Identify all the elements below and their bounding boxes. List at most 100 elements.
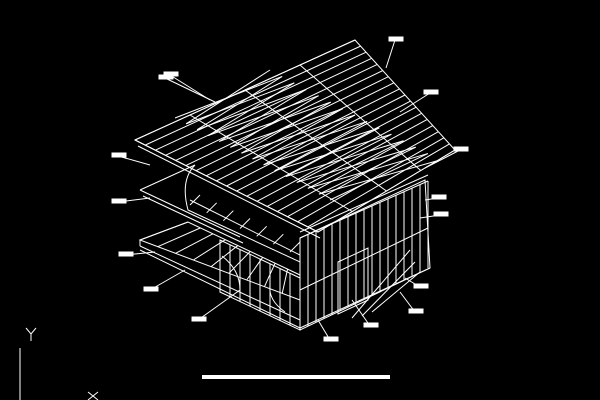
truss-web (196, 88, 307, 131)
wall-top-plate (299, 174, 429, 233)
callout-wall-stud (118, 251, 156, 257)
callout-wall-sheathing (351, 299, 379, 328)
wall-blocking (299, 227, 429, 291)
label-tag (453, 146, 469, 152)
floor-joist (157, 227, 201, 248)
callout-wall-top-plate (419, 211, 449, 219)
callout-upper-floor (111, 197, 151, 204)
truss-web (185, 69, 271, 125)
truss-web (207, 82, 295, 136)
label-tag (433, 211, 449, 217)
truss-web (230, 95, 319, 148)
floor-platform (138, 221, 431, 329)
truss-web (174, 75, 283, 119)
truss-web (263, 114, 356, 166)
upper-floor-edge-2 (142, 195, 244, 244)
upper-joist (289, 241, 301, 253)
stud-group-right (299, 181, 429, 330)
label-tag (158, 74, 174, 80)
truss-web (208, 95, 319, 137)
label-tag (423, 89, 439, 95)
label-tag (413, 283, 429, 289)
truss-web (252, 120, 368, 160)
callout-sill (317, 319, 339, 342)
callout-roof-sheathing (399, 89, 439, 113)
callout-eave-right (424, 194, 447, 201)
floor-joist (139, 221, 189, 241)
floor-joist (210, 245, 239, 268)
ucs-y-glyph (25, 327, 37, 341)
upper-joist (222, 210, 234, 222)
truss-web (263, 127, 380, 166)
truss-web (230, 108, 344, 148)
upper-floor-outline (139, 164, 301, 263)
truss-web (241, 114, 356, 154)
leader-line (169, 74, 211, 101)
roof-plane (133, 39, 456, 233)
wall-assembly (219, 174, 431, 331)
upper-joist (239, 218, 251, 229)
callout-ceiling-edge (111, 152, 151, 166)
roof-assembly (133, 39, 456, 239)
roof-fascia-left (137, 145, 321, 239)
label-tag (111, 198, 127, 204)
upper-joist-group (189, 194, 301, 253)
truss-web (185, 82, 295, 125)
truss-web (252, 108, 344, 160)
roof-purlin (189, 114, 353, 212)
floor-joist (193, 239, 226, 261)
rafter-group (134, 39, 456, 233)
upper-joist (256, 225, 268, 237)
callout-foundation (399, 291, 424, 314)
callout-floor-joist-mid (191, 289, 241, 322)
callout-door-opening (404, 277, 429, 289)
truss-web (196, 76, 283, 131)
label-tag (363, 322, 379, 328)
left-wall-curve (221, 255, 241, 291)
floor-joist (281, 269, 289, 294)
roof-purlin (244, 89, 387, 192)
leader-line (385, 39, 396, 69)
leader-line (164, 77, 216, 103)
truss-web (329, 153, 429, 201)
label-tag (111, 152, 127, 158)
front-right-wall (299, 179, 431, 331)
truss-web-group (174, 64, 441, 212)
title-bar (202, 375, 390, 379)
ucs-icon (19, 327, 99, 400)
left-opening-curve (269, 284, 286, 313)
truss-web (219, 101, 331, 142)
label-tag (143, 286, 159, 292)
upper-floor-layer (139, 164, 301, 263)
label-tag (118, 251, 134, 257)
callout-corner-post (158, 74, 216, 103)
floor-joist (175, 233, 214, 254)
wall-brace (351, 249, 421, 319)
truss-web (274, 120, 368, 172)
truss-web (318, 146, 416, 195)
upper-joist (206, 202, 218, 214)
stud-group-left (219, 240, 301, 330)
callout-group (111, 36, 469, 342)
truss-web (296, 133, 392, 183)
label-tag (408, 308, 424, 314)
leader-line (197, 289, 241, 321)
ucs-x-glyph (87, 391, 99, 400)
callout-roof-peak (385, 36, 404, 69)
label-tag (431, 194, 447, 200)
upper-joist (272, 233, 284, 245)
label-tag (323, 336, 339, 342)
label-tag (388, 36, 404, 42)
leader-line (399, 92, 431, 113)
callout-floor-joist-left (143, 269, 186, 292)
leader-line (351, 299, 371, 327)
truss-web (307, 140, 404, 189)
truss-web (241, 101, 331, 154)
upper-floor-edge (139, 189, 241, 238)
label-tag (191, 316, 207, 322)
roof-purlin (299, 64, 422, 171)
floor-joist-group (139, 221, 301, 300)
callout-rafters (424, 146, 469, 169)
